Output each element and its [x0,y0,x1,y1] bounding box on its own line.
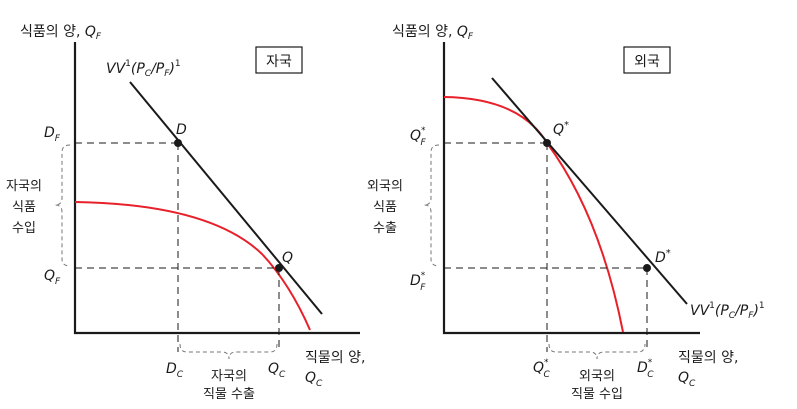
left-production-frontier [74,201,311,331]
left-point-d [174,139,182,147]
left-tick-df: DF [44,125,61,144]
left-point-q [275,264,283,272]
right-x-axis-var: QC [678,370,696,389]
left-x-axis-var: QC [305,370,323,389]
right-tick-dc: D*C [637,358,654,380]
left-country-box [255,46,303,74]
foreign-country-panel: 식품의 양, QF 외국 Q* D* VV1(PC/PF)1 Q*F [367,24,765,402]
home-country-panel: 식품의 양, QF 자국 VV1(PC/PF)1 D Q DF QF [6,24,365,402]
right-point-qstar [543,139,551,147]
left-import-label-1: 자국의 [6,179,42,194]
left-export-brace [179,343,278,360]
right-import-brace [548,343,646,360]
right-import-label-1: 외국의 [579,369,615,384]
right-budget-line [491,77,688,305]
right-budget-line-label: VV1(PC/PF)1 [690,301,765,321]
left-export-label-1: 자국의 [211,369,247,384]
left-budget-line [129,81,323,315]
right-y-axis-label: 식품의 양, QF [392,24,474,42]
right-export-label-2: 식품 [373,200,397,215]
right-country-label: 외국 [634,54,660,70]
left-country-label: 자국 [266,54,292,70]
right-point-dstar-label: D* [655,248,671,266]
right-country-box [623,46,671,74]
right-export-label-3: 수출 [373,221,397,236]
right-tick-qc: Q*C [533,358,551,380]
left-import-label-3: 수입 [12,221,36,236]
right-point-qstar-label: Q* [553,120,569,138]
right-point-dstar [643,264,651,272]
left-import-label-2: 식품 [12,200,36,215]
right-tick-qf: Q*F [410,126,427,148]
right-x-axis-label: 직물의 양, [678,350,738,366]
left-axes [73,42,360,335]
right-export-label-1: 외국의 [367,179,403,194]
right-import-label-2: 직물 수입 [571,387,623,402]
right-production-frontier [443,96,624,333]
left-y-axis-label: 식품의 양, QF [20,24,102,42]
left-x-axis-label: 직물의 양, [305,350,365,366]
right-axes [442,42,700,335]
left-tick-dc: DC [166,361,184,380]
left-budget-line-label: VV1(PC/PF)1 [106,59,181,79]
left-tick-qc: QC [268,361,286,380]
right-export-brace [423,144,440,267]
right-tick-df: D*F [410,271,426,293]
left-point-q-label: Q [282,250,293,266]
left-export-label-2: 직물 수출 [203,387,255,402]
left-tick-qf: QF [44,268,61,287]
left-import-brace [54,144,71,267]
left-point-d-label: D [176,122,187,138]
